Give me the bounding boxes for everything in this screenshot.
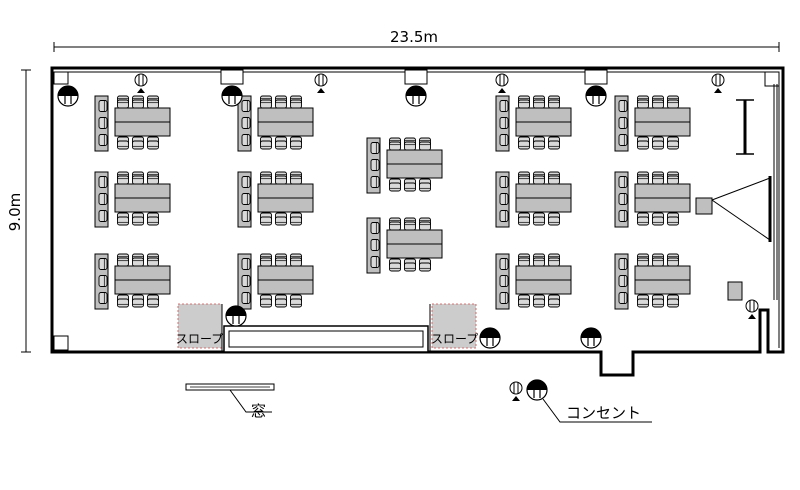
table-group [367,218,442,273]
dimension-width: 23.5m [53,28,780,52]
floor-outlet-icon [509,381,523,402]
wall-outlet-icon [221,85,243,107]
equipment-box [727,281,743,301]
table-group [238,172,313,227]
projector-icon [695,197,713,215]
table-group [615,254,690,309]
wall-outlet-icon [580,327,602,349]
table-groups [95,96,690,309]
table-group [615,96,690,151]
floor-outlet-icon [134,73,148,94]
slope-left-label: スロープ [176,332,223,346]
outlet-label: コンセント [566,404,641,422]
floor-outlet-icon [745,299,759,320]
height-label: 9.0m [6,193,24,231]
bottom-opening: スロープ スロープ [176,303,478,353]
table-group [238,96,313,151]
table-group [238,254,313,309]
table-group [496,172,571,227]
table-group [95,254,170,309]
wall-outlet-icon [526,379,548,401]
room-walls [50,66,785,377]
slope-right-label: スロープ [431,332,478,346]
wall-outlet-icon [405,85,427,107]
wall-outlet-icon [57,85,79,107]
legend-outlet: コンセント [509,379,652,423]
whiteboard [736,99,754,155]
table-group [615,172,690,227]
ramp-left [177,303,223,349]
legend-window: 窓 [185,383,275,420]
table-group [496,254,571,309]
wall-outlet-icon [585,85,607,107]
width-label: 23.5m [390,28,438,46]
ramp-right [431,303,477,349]
floor-outlet-icon [314,73,328,94]
wall-outlet-icon [479,327,501,349]
floor-outlet-icon [711,73,725,94]
table-group [367,138,442,193]
wall-outlet-icon [225,305,247,327]
floor-outlet-icon [495,73,509,94]
table-group [95,172,170,227]
table-group [496,96,571,151]
table-group [95,96,170,151]
dimension-height: 9.0m [6,69,31,353]
projector [695,176,772,242]
window-label: 窓 [251,402,266,420]
